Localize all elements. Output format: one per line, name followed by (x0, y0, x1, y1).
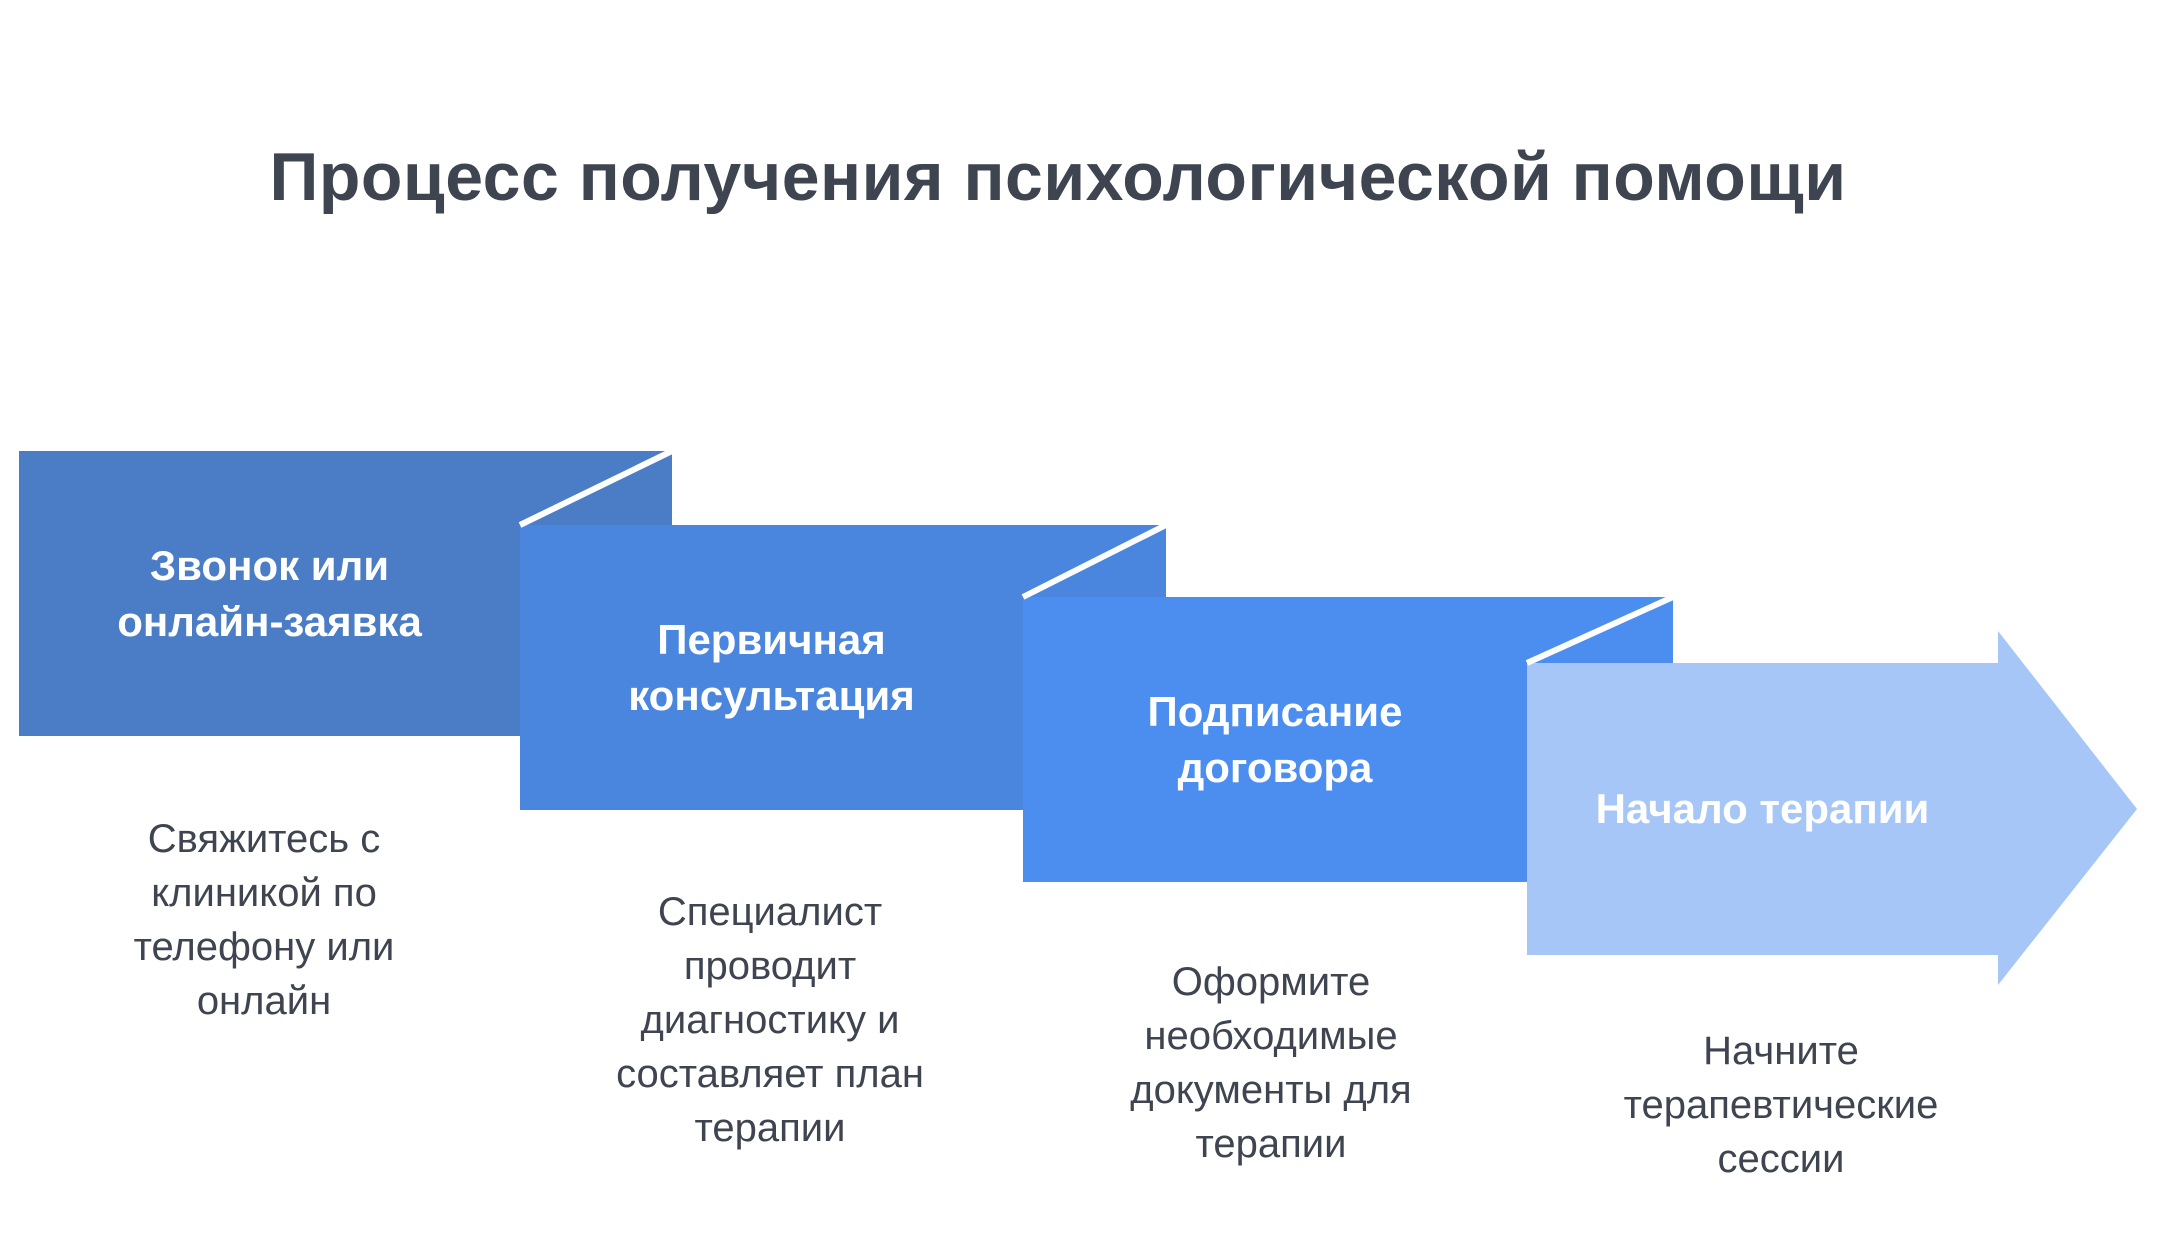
step-1-label: Звонок или онлайн-заявка (19, 451, 520, 736)
step-2-shape (520, 525, 1166, 810)
step-3-description: Оформите необходимые документы для терап… (1130, 960, 1412, 1166)
diagram-title: Процесс получения психологической помощи (269, 139, 1847, 215)
step-4-label: Начало терапии (1527, 663, 1998, 955)
step-divider-1 (518, 448, 674, 528)
step-3-shape (1023, 597, 1673, 882)
step-2-label-text: Первичная консультация (628, 616, 915, 719)
step-1-label-text: Звонок или онлайн-заявка (117, 542, 422, 645)
step-divider-2 (1021, 522, 1168, 600)
step-3-label-text: Подписание договора (1147, 688, 1403, 791)
step-2-description: Специалист проводит диагностику и состав… (616, 890, 924, 1150)
step-4-description: Начните терапевтические сессии (1623, 1029, 1939, 1181)
step-3-label: Подписание договора (1023, 597, 1527, 882)
step-4-label-text: Начало терапии (1595, 785, 1930, 833)
step-4-arrow-shape (1527, 631, 2137, 985)
step-divider-3 (1525, 594, 1675, 666)
step-2-label: Первичная консультация (520, 525, 1023, 810)
step-1-description: Свяжитесь с клиникой по телефону или онл… (133, 817, 395, 1023)
step-1-shape (19, 451, 672, 736)
